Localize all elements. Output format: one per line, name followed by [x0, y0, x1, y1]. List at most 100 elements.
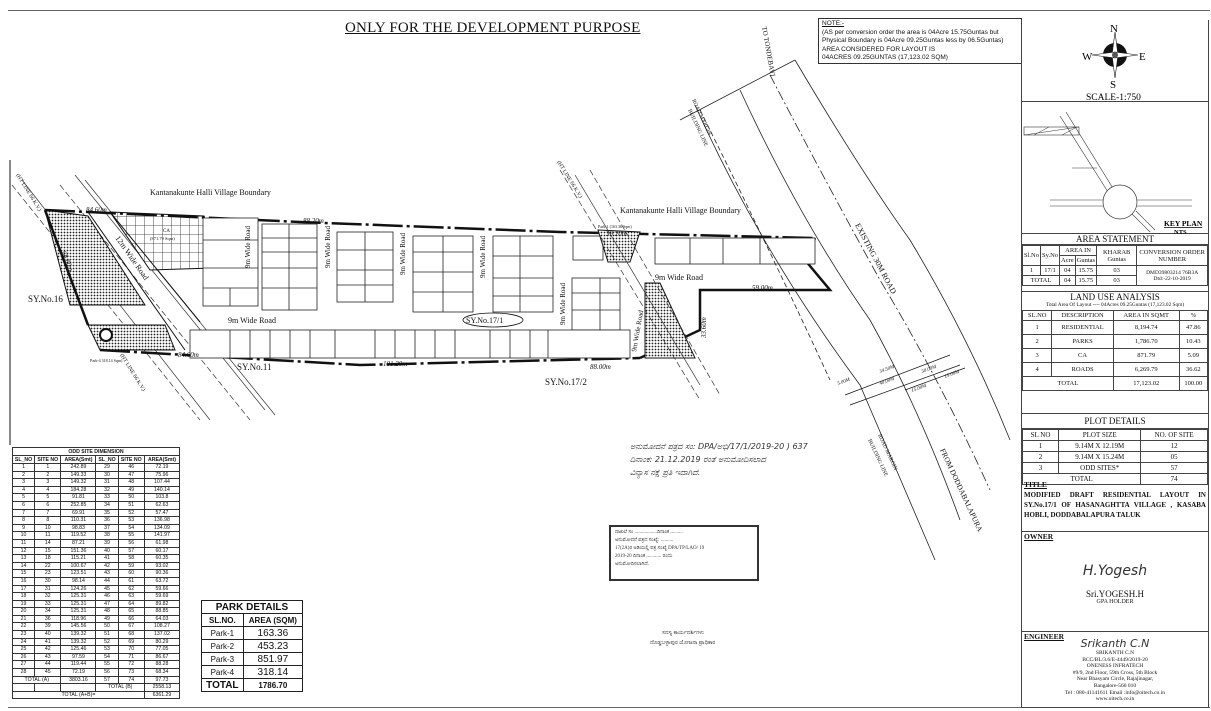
note-line: 04ACRES 09.25GUNTAS (17,123.02 SQM) — [822, 54, 948, 61]
cell: 73 — [117, 668, 145, 677]
cell: 22 — [34, 561, 62, 571]
label-sy11: SY.No.11 — [237, 362, 272, 372]
total-a-label: TOTAL (A) — [11, 675, 62, 685]
cell: 149.33 — [60, 470, 97, 480]
total-value: 1786.70 — [242, 678, 304, 692]
note-heading: NOTE:- — [822, 20, 845, 27]
stamp-line: ದಾಖಲೆ ಸಂ ..................ದಿನಾಂಕ ......… — [615, 530, 683, 535]
cell: 53 — [95, 645, 119, 654]
engineer-signature: Srikanth C.N — [1080, 637, 1150, 650]
cell: 31 — [34, 584, 62, 594]
cell: 05 — [1140, 451, 1208, 463]
cell: 23 — [11, 630, 36, 639]
cell: 55 — [117, 531, 145, 540]
cell: 45 — [95, 584, 119, 594]
cell: 44 — [34, 660, 62, 670]
cell: 36.62 — [1178, 362, 1209, 377]
cell: 59 — [117, 561, 145, 571]
cell: 89.82 — [143, 599, 181, 609]
cell: 163.36 — [242, 626, 304, 640]
svg-text:CA: CA — [163, 229, 170, 234]
cell: 69.91 — [60, 508, 97, 518]
label-existing-road: EXISTING 30M ROAD — [853, 222, 898, 296]
cell: 57 — [1140, 462, 1208, 474]
compass-section: N S W E SCALE-1:750 — [1022, 20, 1208, 103]
cell: 14 — [11, 561, 36, 571]
cell: 46 — [117, 463, 145, 472]
cell: 13 — [11, 554, 36, 563]
cell: 107.44 — [143, 478, 181, 487]
cell: 88.85 — [143, 607, 181, 616]
cell: 118.96 — [60, 614, 97, 624]
svg-text:9m Wide Road: 9m Wide Road — [479, 236, 487, 278]
svg-text:9m Wide Road: 9m Wide Road — [559, 283, 567, 325]
svg-text:15.00M: 15.00M — [911, 384, 928, 394]
compass-icon: N S W E SCALE-1:750 — [1082, 23, 1146, 103]
svg-text:88.00m: 88.00m — [590, 363, 611, 371]
cell: 38 — [95, 531, 119, 540]
cell: 04 — [1059, 275, 1076, 286]
cell: 3 — [11, 478, 36, 487]
svg-text:9m Wide Road: 9m Wide Road — [244, 226, 252, 268]
cell: 119.44 — [60, 660, 97, 670]
cell: ROADS — [1051, 362, 1114, 377]
col-header: PLOT SIZE — [1058, 429, 1142, 441]
cell: 62 — [117, 584, 145, 594]
label-sy171: SY.No.17/1 — [466, 316, 503, 325]
owner-role: GPA HOLDER — [1096, 599, 1134, 605]
land-use-section: LAND USE ANALYSIS Total Area Of Layout -… — [1021, 292, 1209, 414]
cell: 97.59 — [60, 652, 97, 662]
cell: 140.14 — [143, 485, 181, 495]
odd-site-dimension-table: ODD SITE DIMENSION SL_NO SITE NO AREA(Sm… — [11, 447, 181, 700]
page-title: ONLY FOR THE DEVELOPMENT PURPOSE — [345, 20, 641, 36]
total-label: TOTAL — [201, 678, 244, 692]
cell: 1 — [11, 463, 36, 472]
cell: 2 — [34, 470, 62, 480]
cell: 61.98 — [143, 538, 181, 548]
cell: 90.36 — [143, 569, 181, 578]
cell: 5.09 — [1178, 348, 1209, 363]
cell: 1 — [1022, 265, 1041, 276]
note-line: AREA CONSIDERED FOR LAYOUT IS — [822, 45, 936, 53]
note-line: (AS per conversion order the area is 04A… — [822, 28, 999, 36]
cell: 59.69 — [143, 592, 181, 601]
cell: Park-2 — [201, 639, 244, 653]
label-from-doddabalapura: FROM DODDABALAPURA — [938, 447, 985, 533]
cell: 139.32 — [60, 630, 97, 639]
cell: 51 — [117, 500, 145, 510]
cell: 57.47 — [143, 508, 181, 518]
total-b-value: 2558.13 — [143, 683, 181, 692]
cell: 33 — [34, 599, 62, 609]
village-boundary-right: Kantanakunte Halli Village Boundary — [620, 206, 741, 215]
cell: 60.35 — [143, 554, 181, 563]
svg-text:Park-1 (163.36 Sqm): Park-1 (163.36 Sqm) — [598, 224, 632, 229]
cell: 110.31 — [60, 516, 97, 525]
cell: 57 — [117, 546, 145, 556]
cell: 115.21 — [60, 554, 97, 563]
cell: 24 — [11, 637, 36, 647]
cell: TOTAL — [1021, 275, 1061, 286]
col-header: SL NO — [1021, 429, 1060, 441]
cell: 33 — [95, 493, 119, 502]
cell: 41 — [95, 554, 119, 563]
title-label: TITLE — [1024, 480, 1047, 489]
cell: 58 — [117, 554, 145, 563]
cell: 47.86 — [1178, 320, 1209, 335]
cell: 5 — [34, 493, 62, 502]
cell: PARKS — [1051, 334, 1114, 349]
